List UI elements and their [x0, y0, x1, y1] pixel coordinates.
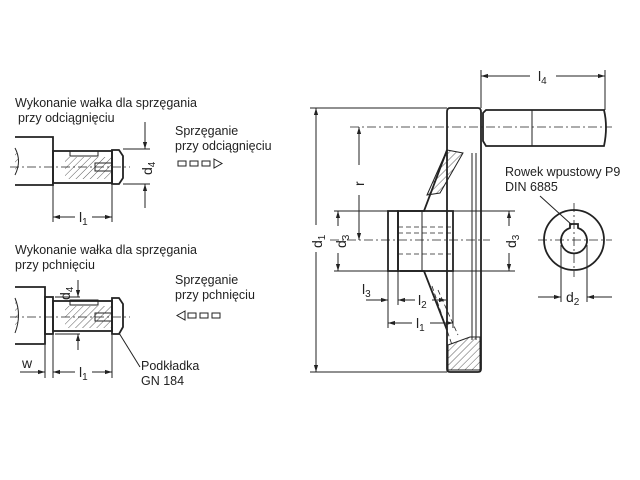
shaft [15, 136, 54, 186]
l4-label: l4 [538, 68, 547, 87]
l2-label: l2 [418, 292, 427, 311]
pull-l1-label: l1 [79, 209, 88, 228]
l3-label: l3 [362, 281, 371, 300]
d1-label: d1 [309, 234, 328, 248]
push-w-label: w [21, 355, 33, 371]
l1-label: l1 [416, 315, 425, 334]
keyway-label-line2: DIN 6885 [505, 180, 558, 194]
d3-label-left: d3 [333, 234, 352, 248]
d2-label: d2 [566, 289, 580, 308]
push-coupling-view: Wykonanie wałka dla sprzęgania przy pchn… [10, 243, 255, 388]
push-d4-label: d4 [57, 286, 76, 300]
keyway-view: Rowek wpustowy P9 DIN 6885 d2 [505, 165, 620, 308]
pull-title-line2: przy odciągnięciu [18, 111, 115, 125]
pull-coupling-line2: przy odciągnięciu [175, 139, 272, 153]
push-title-line2: przy pchnięciu [15, 258, 95, 272]
pull-coupling-view: Wykonanie wałka dla sprzęgania przy odci… [10, 96, 272, 228]
pull-d4-label: d4 [139, 161, 158, 175]
push-title-line1: Wykonanie wałka dla sprzęgania [15, 243, 197, 257]
washer-line2: GN 184 [141, 374, 184, 388]
handwheel-view: l4 r d1 d3 d3 l3 l2 l1 [309, 68, 612, 373]
washer-line1: Podkładka [141, 359, 199, 373]
push-coupling-line2: przy pchnięciu [175, 288, 255, 302]
pull-title-line1: Wykonanie wałka dla sprzęgania [15, 96, 197, 110]
push-l1-label: l1 [79, 364, 88, 383]
arrow-left-icon [175, 310, 221, 321]
r-label: r [351, 181, 367, 186]
arrow-right-icon [177, 158, 224, 169]
d3-label-right: d3 [503, 234, 522, 248]
push-coupling-line1: Sprzęganie [175, 273, 238, 287]
pull-coupling-line1: Sprzęganie [175, 124, 238, 138]
keyway-label-line1: Rowek wpustowy P9 [505, 165, 620, 179]
